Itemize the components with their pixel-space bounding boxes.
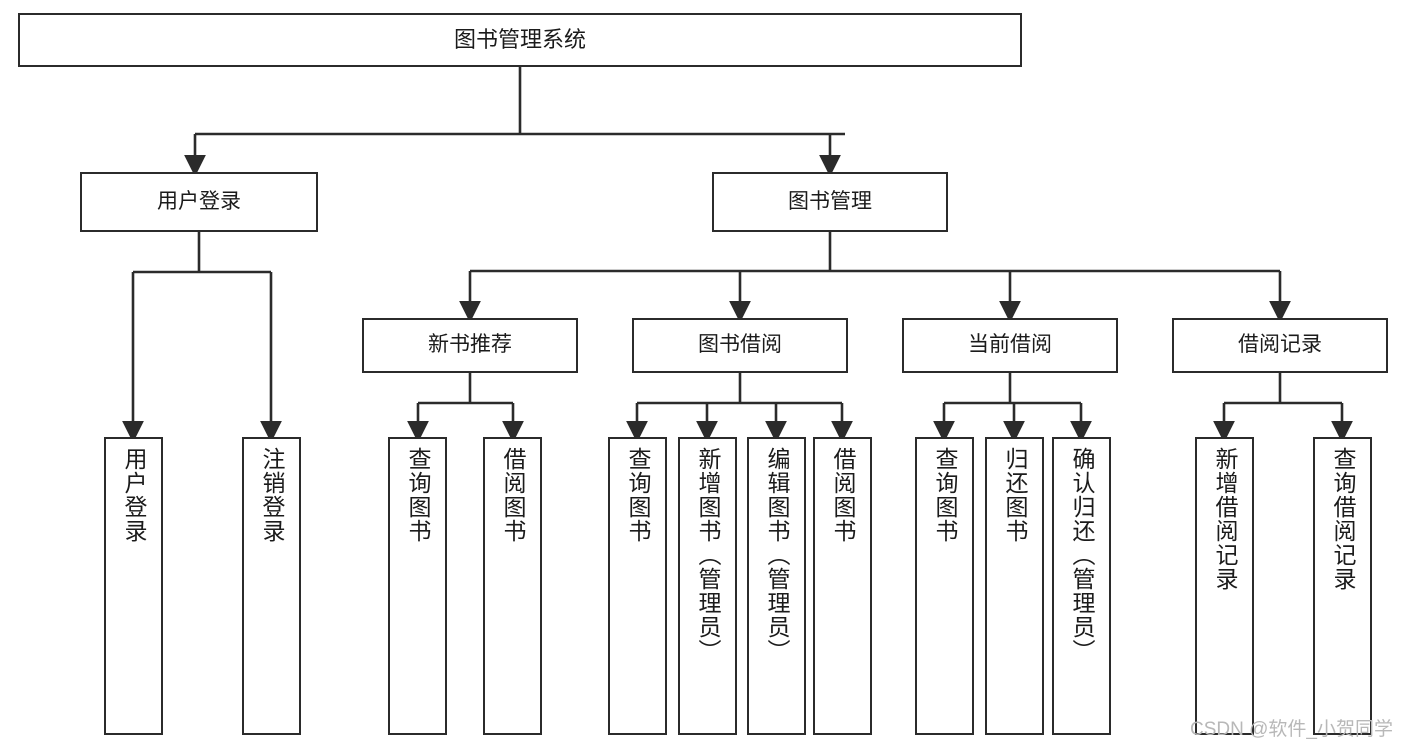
node-label: 借阅图书	[500, 447, 526, 543]
node-label: 查询图书	[932, 447, 958, 543]
node-label: 当前借阅	[968, 333, 1052, 357]
node-leaf-add-book-admin[interactable]: 新增图书（管理员）	[678, 437, 737, 735]
node-leaf-return-book[interactable]: 归还图书	[985, 437, 1044, 735]
node-label: 借阅记录	[1238, 333, 1322, 357]
node-label: 查询图书	[625, 447, 651, 543]
node-label: 图书借阅	[698, 333, 782, 357]
node-borrow-record[interactable]: 借阅记录	[1172, 318, 1388, 373]
node-leaf-edit-book-admin[interactable]: 编辑图书（管理员）	[747, 437, 806, 735]
node-label: 图书管理	[788, 189, 872, 213]
node-leaf-user-login[interactable]: 用户登录	[104, 437, 163, 735]
node-leaf-logout-login[interactable]: 注销登录	[242, 437, 301, 735]
node-leaf-query-borrow-record[interactable]: 查询借阅记录	[1313, 437, 1372, 735]
node-label: 新增图书（管理员）	[695, 447, 721, 663]
node-leaf-borrow-book-1[interactable]: 借阅图书	[483, 437, 542, 735]
node-book-borrow[interactable]: 图书借阅	[632, 318, 848, 373]
node-leaf-confirm-return-admin[interactable]: 确认归还（管理员）	[1052, 437, 1111, 735]
node-leaf-borrow-book-2[interactable]: 借阅图书	[813, 437, 872, 735]
node-label: 注销登录	[259, 447, 285, 543]
node-root-book-management-system[interactable]: 图书管理系统	[18, 13, 1022, 67]
node-user-login[interactable]: 用户登录	[80, 172, 318, 232]
node-current-borrow[interactable]: 当前借阅	[902, 318, 1118, 373]
node-label: 用户登录	[121, 447, 147, 543]
node-leaf-query-book-2[interactable]: 查询图书	[608, 437, 667, 735]
node-leaf-add-borrow-record[interactable]: 新增借阅记录	[1195, 437, 1254, 735]
node-label: 归还图书	[1002, 447, 1028, 543]
node-label: 新增借阅记录	[1212, 447, 1238, 591]
node-leaf-query-book-3[interactable]: 查询图书	[915, 437, 974, 735]
node-book-management[interactable]: 图书管理	[712, 172, 948, 232]
node-leaf-query-book-1[interactable]: 查询图书	[388, 437, 447, 735]
node-label: 用户登录	[157, 189, 241, 213]
node-label: 图书管理系统	[453, 27, 586, 53]
node-label: 确认归还（管理员）	[1069, 447, 1095, 663]
node-label: 借阅图书	[830, 447, 856, 543]
node-label: 查询借阅记录	[1330, 447, 1356, 591]
node-label: 新书推荐	[428, 333, 512, 357]
watermark-text: CSDN @软件_小贺同学	[1190, 719, 1393, 740]
node-label: 编辑图书（管理员）	[764, 447, 790, 663]
node-new-book-recommend[interactable]: 新书推荐	[362, 318, 578, 373]
node-label: 查询图书	[405, 447, 431, 543]
